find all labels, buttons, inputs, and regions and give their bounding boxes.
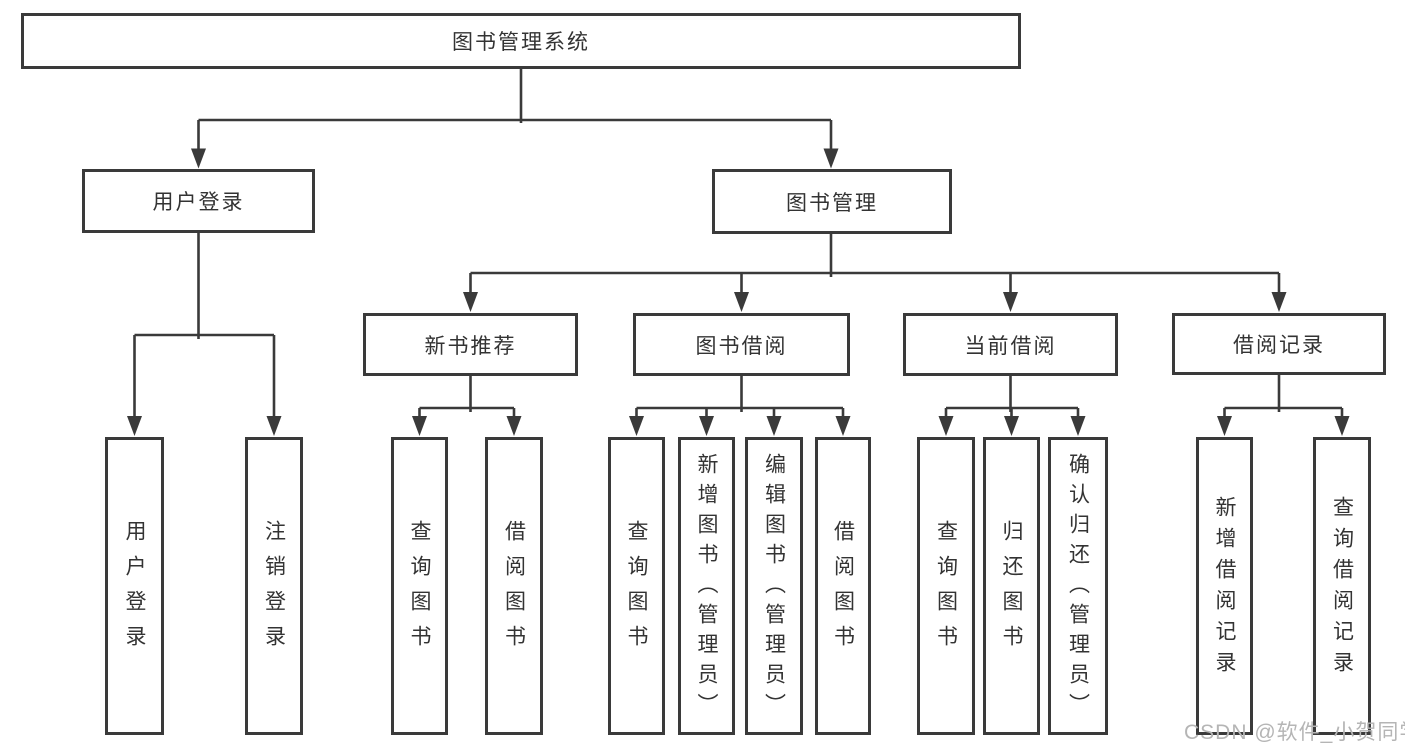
leaf-borrow-books-1: 借阅图书 (485, 437, 543, 735)
node-label: 图书借阅 (695, 334, 788, 358)
node-label: 新增图书（管理员） (695, 453, 718, 723)
node-book-management: 图书管理 (712, 169, 952, 234)
node-label: 查询借阅记录 (1330, 495, 1354, 682)
node-label: 确认归还（管理员） (1066, 453, 1090, 723)
node-label: 查询图书 (408, 519, 431, 660)
leaf-logout-login: 注销登录 (245, 437, 303, 735)
leaf-edit-books-admin: 编辑图书（管理员） (745, 437, 803, 735)
leaf-add-books-admin: 新增图书（管理员） (678, 437, 735, 735)
node-book-borrowing: 图书借阅 (633, 313, 850, 376)
node-label: 借阅图书 (502, 519, 526, 660)
node-label: 图书管理 (786, 191, 878, 215)
node-user-login: 用户登录 (82, 169, 315, 233)
node-book-management-system: 图书管理系统 (21, 13, 1021, 69)
node-label: 注销登录 (262, 519, 286, 660)
node-new-book-recommend: 新书推荐 (363, 313, 578, 376)
leaf-user-login: 用户登录 (105, 437, 164, 735)
leaf-add-borrow-record: 新增借阅记录 (1196, 437, 1253, 735)
leaf-query-borrow-record: 查询借阅记录 (1313, 437, 1371, 735)
node-label: 查询图书 (934, 519, 958, 660)
node-borrowing-records: 借阅记录 (1172, 313, 1386, 375)
node-label: 用户登录 (152, 191, 245, 214)
watermark-text: CSDN @软件_小贺同学 (1184, 721, 1405, 744)
leaf-query-books-3: 查询图书 (917, 437, 975, 735)
node-label: 图书管理系统 (452, 31, 590, 54)
leaf-query-books-2: 查询图书 (608, 437, 665, 735)
node-label: 新书推荐 (424, 334, 517, 358)
node-label: 归还图书 (1000, 519, 1023, 660)
node-label: 用户登录 (123, 519, 146, 660)
node-label: 当前借阅 (964, 334, 1057, 358)
node-current-borrowing: 当前借阅 (903, 313, 1118, 376)
node-label: 编辑图书（管理员） (762, 453, 786, 723)
node-label: 新增借阅记录 (1213, 495, 1236, 682)
leaf-return-books: 归还图书 (983, 437, 1040, 735)
node-label: 借阅图书 (831, 519, 855, 660)
leaf-query-books-1: 查询图书 (391, 437, 448, 735)
leaf-confirm-return-admin: 确认归还（管理员） (1048, 437, 1108, 735)
node-label: 借阅记录 (1233, 334, 1325, 357)
node-label: 查询图书 (625, 519, 648, 660)
leaf-borrow-books-2: 借阅图书 (815, 437, 871, 735)
